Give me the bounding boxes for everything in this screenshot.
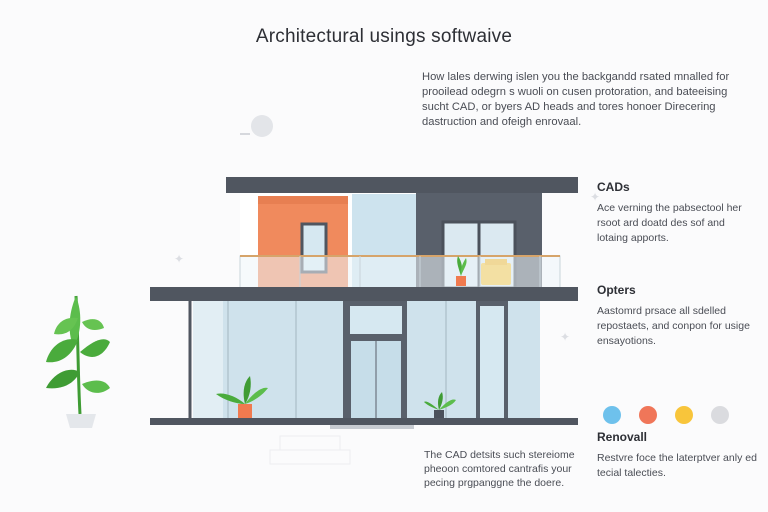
caption-text: The CAD detsits such stereiome pheoon co… <box>424 449 575 489</box>
feature-text: Ace verning the pabsectool her rsoot ard… <box>597 202 742 244</box>
potted-plant-icon <box>46 295 110 428</box>
feature-text: Restvre foce the laterptver anly ed teci… <box>597 452 757 479</box>
feature-renovall: Renovall Restvre foce the laterptver anl… <box>597 430 757 481</box>
decorative-balloon-icon <box>240 115 273 137</box>
doorstep-plant-icon <box>424 392 456 419</box>
sparkle-icon: ✦ <box>590 190 601 204</box>
balcony-plant-icon <box>456 256 467 286</box>
page-title: Architectural usings softwaive <box>255 26 513 47</box>
palette-swatch-yellow <box>675 406 693 424</box>
feature-cads: CADs Ace verning the pabsectool her rsoo… <box>597 180 757 246</box>
interior-plant-icon <box>216 376 268 418</box>
sparkle-icon: ✦ <box>560 330 571 344</box>
floor-slab <box>150 287 578 301</box>
color-palette <box>603 406 729 424</box>
sparkle-icon: ✦ <box>174 252 185 266</box>
balcony-railing <box>239 255 561 289</box>
palette-swatch-blue <box>603 406 621 424</box>
feature-title: Opters <box>597 283 636 297</box>
feature-title: CADs <box>597 180 630 194</box>
feature-title: Renovall <box>597 430 648 444</box>
palette-swatch-orange <box>639 406 657 424</box>
palette-swatch-gray <box>711 406 729 424</box>
feature-opters: Opters Aastomrd prsace all sdelled repos… <box>597 283 757 349</box>
ground-floor <box>193 301 540 420</box>
ground-steps <box>269 435 351 465</box>
roof <box>226 177 578 193</box>
base-slab <box>150 418 578 425</box>
intro-paragraph: How lales derwing islen you the backgand… <box>422 71 730 128</box>
feature-text: Aastomrd prsace all sdelled repostaets, … <box>597 305 750 347</box>
